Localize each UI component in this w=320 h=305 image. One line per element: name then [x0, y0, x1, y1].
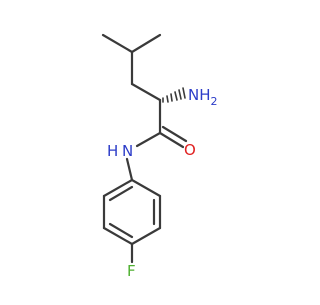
bond-methyl-right — [130, 33, 162, 54]
molecule-structure: NH2 N H O F — [101, 33, 218, 280]
bond-n-ring — [125, 157, 134, 182]
bond-ch2-alpha — [130, 82, 162, 102]
stereo-hash-bond — [162, 87, 186, 103]
bond-methyl-left — [101, 33, 134, 54]
fluorine-label: F — [127, 262, 136, 280]
bond-co-1 — [158, 131, 185, 149]
ring-bond-1 — [130, 178, 162, 198]
ring-bond-3 — [130, 226, 162, 246]
amine-label: NH2 — [188, 86, 218, 108]
amide-nitrogen-label: N — [122, 142, 133, 160]
bond-layer — [101, 33, 188, 264]
carbonyl-oxygen-label: O — [184, 141, 196, 159]
ring-bond-6 — [102, 178, 134, 198]
molecule-diagram: NH2 N H O F — [101, 33, 218, 280]
ring-bond-4 — [102, 226, 134, 246]
amide-hydrogen-label: H — [107, 142, 118, 160]
bond-co-2 — [161, 125, 188, 143]
bond-c-n — [135, 131, 162, 148]
ring-inner-bond-2 — [108, 222, 134, 239]
ring-inner-bond-3 — [108, 185, 134, 202]
